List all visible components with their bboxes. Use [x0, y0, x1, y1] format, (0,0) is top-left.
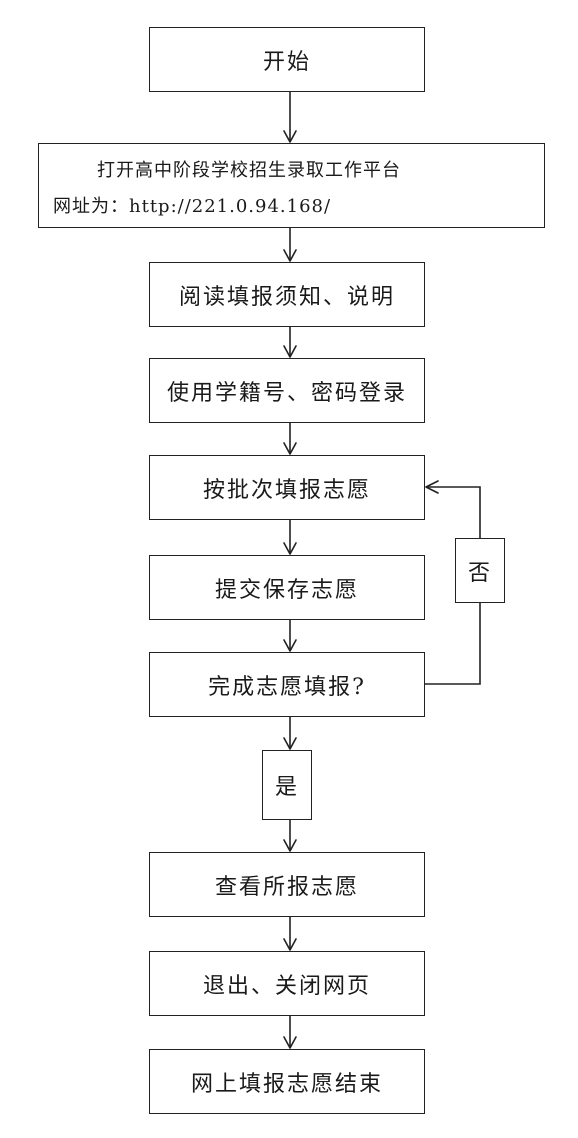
complete-check-node: 完成志愿填报? [149, 652, 425, 717]
start-node: 开始 [149, 27, 425, 92]
fill-by-batch-node: 按批次填报志愿 [149, 455, 425, 520]
arrowhead-view [283, 839, 297, 852]
platform-url: 网址为：http://221.0.94.168/ [53, 196, 332, 217]
view-results-text: 查看所报志愿 [214, 874, 359, 900]
fill-by-batch-text: 按批次填报志愿 [202, 477, 371, 503]
read-notice-text: 阅读填报须知、说明 [178, 284, 395, 310]
login-node: 使用学籍号、密码登录 [149, 358, 425, 423]
no-label-box: 否 [455, 538, 505, 603]
arrowhead-login [283, 345, 297, 358]
exit-close-node: 退出、关闭网页 [149, 951, 425, 1016]
edge-loop-no [425, 603, 481, 685]
edge-loop-no-upper [426, 486, 481, 538]
complete-check-text: 完成志愿填报? [208, 674, 366, 700]
open-platform-title: 打开高中阶段学校招生录取工作平台 [97, 160, 401, 181]
arrowhead-fill [283, 442, 297, 455]
arrowhead-loop [425, 480, 439, 494]
yes-label-text: 是 [274, 775, 299, 800]
arrowhead-complete [283, 639, 297, 652]
end-text: 网上填报志愿结束 [190, 1071, 383, 1097]
arrowhead-exit [283, 938, 297, 951]
exit-close-text: 退出、关闭网页 [202, 973, 371, 999]
login-text: 使用学籍号、密码登录 [166, 380, 407, 406]
no-label-text: 否 [467, 560, 492, 586]
submit-save-node: 提交保存志愿 [149, 555, 425, 620]
arrowhead-end [283, 1036, 297, 1049]
open-platform-node: 打开高中阶段学校招生录取工作平台 网址为：http://221.0.94.168… [38, 143, 545, 228]
arrowhead-read [283, 249, 297, 262]
arrowhead-open [283, 130, 297, 143]
end-node: 网上填报志愿结束 [149, 1049, 425, 1114]
arrowhead-yes [283, 737, 297, 750]
read-notice-node: 阅读填报须知、说明 [149, 262, 425, 327]
submit-save-text: 提交保存志愿 [214, 577, 359, 603]
view-results-node: 查看所报志愿 [149, 852, 425, 917]
start-text: 开始 [262, 49, 311, 75]
yes-label-box: 是 [262, 750, 312, 820]
arrowhead-submit [283, 542, 297, 555]
